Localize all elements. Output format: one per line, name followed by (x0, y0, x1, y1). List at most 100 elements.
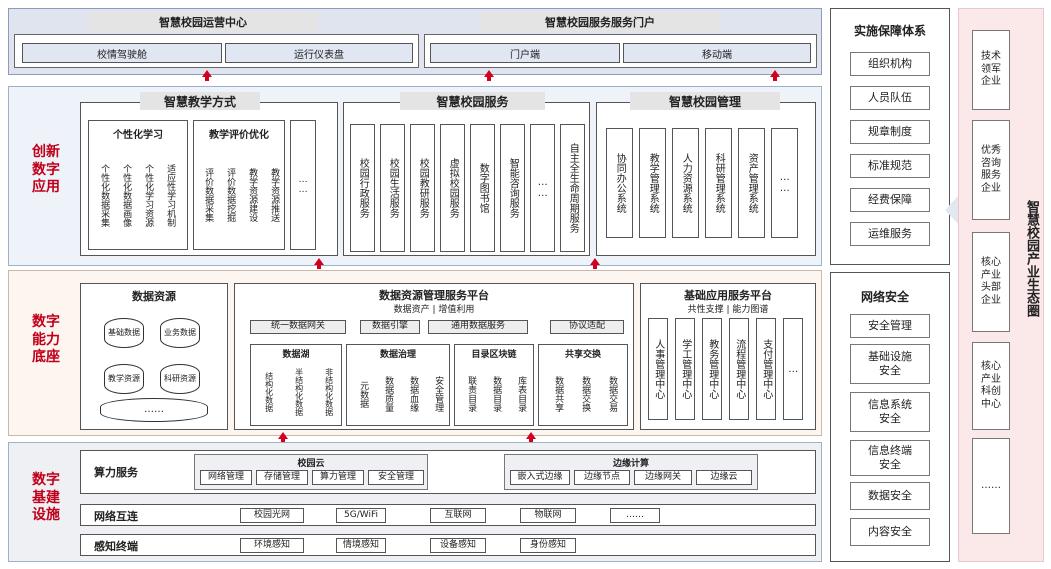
platform-frame (234, 283, 634, 430)
basic-subtitle: 共性支撑 | 能力图谱 (687, 305, 769, 315)
service-col-3: 虚拟校园服务 (440, 124, 465, 252)
basic-col-2: 教务管理中心 (702, 318, 722, 420)
personal-frame (88, 120, 188, 250)
lake-title: 数据湖 (282, 350, 310, 360)
guarantee-item-4: 经费保障 (850, 188, 930, 212)
cloud-item-0: 网络管理 (200, 470, 252, 485)
share-col-2: 数据交易 (607, 376, 618, 412)
edge-item-3: 边缘云 (696, 470, 752, 485)
up-arrow-5 (590, 258, 600, 269)
lake-col-2: 非结构化数据 (324, 368, 334, 416)
service-col-0: 校园行政服务 (350, 124, 375, 252)
eval-col-1: 评价数据挖掘 (225, 168, 236, 222)
sensing-item-3: 身份感知 (520, 538, 576, 553)
ops-item-dashboard-cockpit: 校情驾驶舱 (22, 43, 222, 63)
cloud-item-1: 存储管理 (256, 470, 308, 485)
management-col-3: 科研管理系统 (705, 128, 732, 238)
bar-service: 通用数据服务 (428, 320, 528, 334)
management-col-0: 协同办公系统 (606, 128, 633, 238)
gov-col-0: 元数据 (358, 380, 369, 408)
management-col-2: 人力资源系统 (672, 128, 699, 238)
res-teaching-resource: 教学资源 (104, 364, 144, 394)
guarantee-item-0: 组织机构 (850, 52, 930, 76)
infra-layer-label: 数字 基建 设施 (32, 472, 60, 523)
chain-col-0: 联责目录 (466, 376, 477, 412)
guarantee-item-2: 规章制度 (850, 120, 930, 144)
sensing-label: 感知终端 (94, 540, 138, 553)
bar-gateway: 统一数据网关 (250, 320, 346, 334)
security-item-1: 基础设施 安全 (850, 344, 930, 384)
ops-center-title: 智慧校园运营中心 (88, 12, 318, 32)
basic-col-0: 人事管理中心 (648, 318, 668, 420)
eco-title: 智慧校园产业生态圈 (1024, 200, 1039, 317)
up-arrow-7 (526, 432, 536, 443)
personal-col-3: 适应性学习机制 (165, 163, 176, 227)
eco-item-4: …… (972, 438, 1010, 534)
bar-engine: 数据引擎 (360, 320, 420, 334)
gov-frame (346, 344, 450, 426)
lake-frame (250, 344, 342, 426)
personal-col-0: 个性化数据采集 (99, 163, 110, 227)
network-label: 网络互连 (94, 510, 138, 523)
personal-col-1: 个性化数据画像 (121, 163, 132, 227)
teaching-title: 智慧教学方式 (140, 92, 260, 110)
cloud-title: 校园云 (297, 459, 325, 469)
edge-title: 边缘计算 (612, 459, 649, 469)
cloud-item-3: 安全管理 (368, 470, 424, 485)
gov-col-2: 数据血缘 (408, 376, 419, 412)
basic-col-5: … (783, 318, 803, 420)
lake-col-0: 结构化数据 (264, 372, 274, 412)
portal-item-web: 门户端 (430, 43, 620, 63)
management-title: 智慧校园管理 (630, 92, 780, 110)
eval-frame (193, 120, 285, 250)
app-layer-label: 创新 数字 应用 (32, 144, 60, 195)
share-title: 共享交换 (564, 350, 601, 360)
service-col-2: 校园教研服务 (410, 124, 435, 252)
sensing-item-1: 情境感知 (336, 538, 386, 553)
res-more: …… (100, 398, 208, 422)
res-business-data: 业务数据 (160, 318, 200, 348)
security-item-2: 信息系统 安全 (850, 392, 930, 432)
eco-item-2: 核心 产业 头部 企业 (972, 232, 1010, 332)
edge-item-0: 嵌入式边缘 (510, 470, 570, 485)
management-col-1: 教学管理系统 (639, 128, 666, 238)
gov-title: 数据治理 (379, 350, 416, 360)
up-arrow-4 (314, 258, 324, 269)
cloud-item-2: 算力管理 (312, 470, 364, 485)
eco-arrowhead (945, 196, 958, 224)
gov-col-3: 安全管理 (433, 376, 444, 412)
network-item-4: …… (610, 508, 660, 523)
teaching-more: …… (290, 120, 316, 250)
basic-title: 基础应用服务平台 (684, 289, 772, 302)
eco-item-1: 优秀 咨询 服务 企业 (972, 120, 1010, 220)
security-item-0: 安全管理 (850, 314, 930, 338)
up-arrow-6 (278, 432, 288, 443)
eval-col-2: 教学资源建设 (247, 168, 258, 222)
edge-item-2: 边缘网关 (634, 470, 692, 485)
up-arrow-1 (202, 70, 212, 81)
chain-col-1: 数据目录 (491, 376, 502, 412)
bar-protocol: 协议适配 (550, 320, 624, 334)
lake-col-1: 半结构化数据 (294, 368, 304, 416)
up-arrow-3 (770, 70, 780, 81)
service-col-6: …… (530, 124, 555, 252)
security-item-5: 内容安全 (850, 518, 930, 546)
guarantee-item-3: 标准规范 (850, 154, 930, 178)
data-layer-label: 数字 能力 底座 (32, 314, 60, 365)
security-item-4: 数据安全 (850, 482, 930, 510)
sensing-item-0: 环境感知 (240, 538, 304, 553)
share-col-0: 数据共享 (553, 376, 564, 412)
eco-item-3: 核心 产业 科创 中心 (972, 342, 1010, 430)
gov-col-1: 数据质量 (383, 376, 394, 412)
security-title: 网络安全 (860, 290, 909, 304)
eval-title: 教学评价优化 (209, 130, 269, 141)
share-col-1: 数据交换 (580, 376, 591, 412)
platform-title: 数据资源管理服务平台 (379, 289, 489, 302)
eval-col-0: 评价数据采集 (203, 168, 214, 222)
service-col-5: 智能咨询服务 (500, 124, 525, 252)
personal-title: 个性化学习 (113, 130, 163, 141)
portal-item-mobile: 移动端 (623, 43, 811, 63)
share-frame (538, 344, 628, 426)
edge-item-1: 边缘节点 (574, 470, 630, 485)
chain-title: 目录区块链 (471, 350, 517, 360)
